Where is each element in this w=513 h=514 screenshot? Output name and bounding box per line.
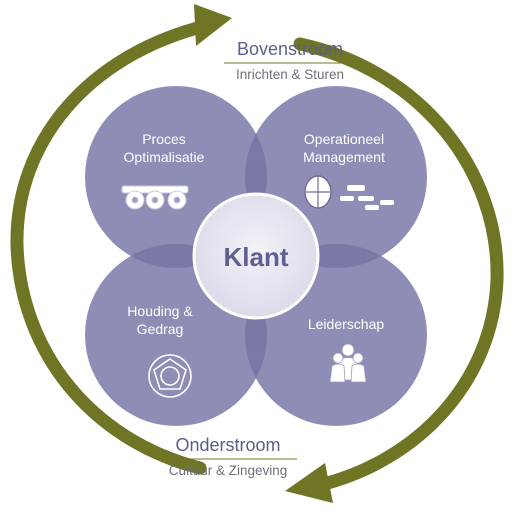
cycle-arrow-right-arc — [293, 37, 504, 492]
spiral-shell-icon — [148, 354, 192, 398]
bottom-left-label-line1: Houding & — [127, 303, 193, 319]
center-circle — [192, 192, 320, 320]
top-left-label-line2: Optimalisatie — [124, 149, 205, 165]
center-label: Klant — [224, 242, 289, 272]
top-left-label-line1: Proces — [142, 131, 186, 147]
bottom-subtitle: Cultuur & Zingeving — [169, 463, 288, 478]
top-label-group: Bovenstroom Inrichten & Sturen — [224, 39, 358, 82]
cycle-arrow — [10, 4, 504, 503]
gears-icon — [121, 185, 189, 210]
bottom-label-group: Onderstroom Cultuur & Zingeving — [160, 435, 297, 478]
bottom-right-label: Leiderschap — [308, 316, 384, 332]
arrow-head-top — [194, 4, 232, 46]
top-title: Bovenstroom — [237, 39, 343, 59]
top-right-label-line1: Operationeel — [304, 131, 384, 147]
top-right-label-line2: Management — [303, 149, 385, 165]
cycle-arrow-left-arc — [10, 19, 212, 475]
globe-flowchart-icon — [304, 175, 394, 210]
people-group-icon — [329, 343, 367, 383]
top-subtitle: Inrichten & Sturen — [236, 67, 344, 82]
center-group: Klant — [192, 192, 320, 320]
bottom-left-label-line2: Gedrag — [137, 321, 184, 337]
arrow-head-bottom — [285, 463, 333, 503]
bottom-title: Onderstroom — [175, 435, 280, 455]
